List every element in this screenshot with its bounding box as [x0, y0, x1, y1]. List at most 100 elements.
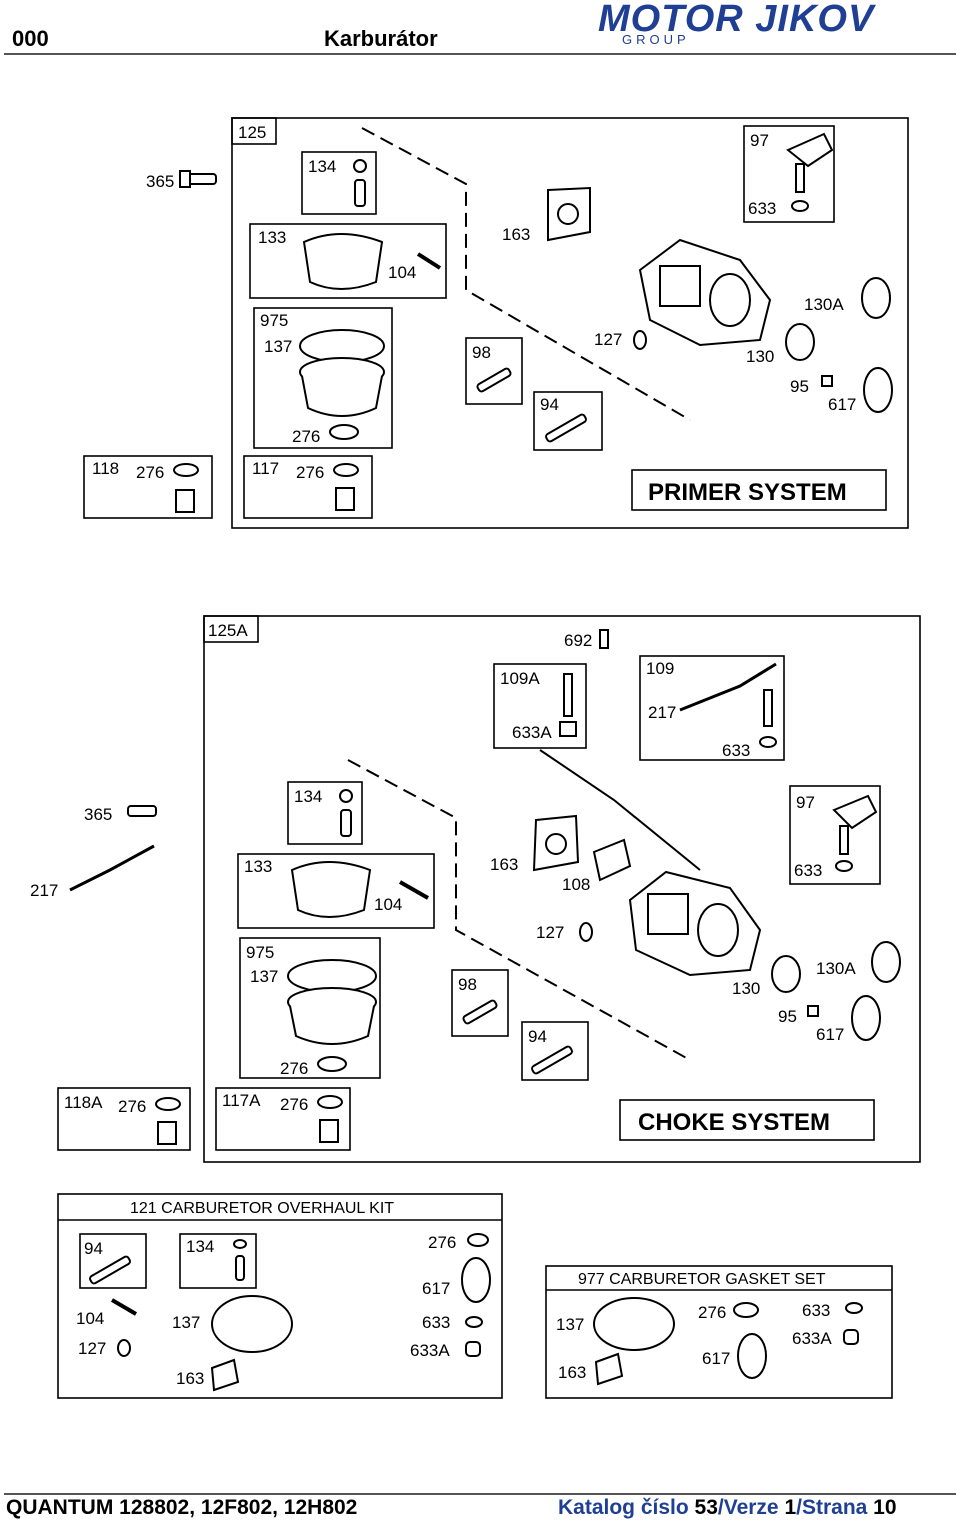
- kit-box-94: [79, 1233, 147, 1289]
- float-bowl-b-icon: [287, 959, 377, 1072]
- gasket-set-diagram: 977 CARBURETOR GASKET SET 137 276 633 63…: [545, 1265, 893, 1399]
- label-633-c: 633: [794, 861, 822, 880]
- choke-shaft-109a-icon: [559, 673, 577, 737]
- box-134-b: [287, 781, 363, 845]
- label-98: 98: [472, 343, 491, 362]
- page-header: 000 Karburátor MOTOR JIKOV GROUP: [0, 0, 960, 58]
- primer-dash-line: [361, 127, 691, 421]
- kit-washer-276-icon: [467, 1233, 489, 1247]
- oring-617b-icon: [851, 995, 881, 1041]
- label-163: 163: [502, 225, 530, 244]
- label-94: 94: [540, 395, 559, 414]
- box-975: [253, 307, 393, 449]
- label-95: 95: [790, 377, 809, 396]
- label-692: 692: [564, 631, 592, 650]
- box-97: [743, 125, 835, 223]
- gasket-label-617: 617: [702, 1349, 730, 1368]
- kit-label-127: 127: [78, 1339, 106, 1358]
- gasket-set-title: 977 CARBURETOR GASKET SET: [578, 1271, 826, 1288]
- gasket-label-276: 276: [698, 1303, 726, 1322]
- screw-94-icon: [545, 413, 587, 443]
- kit-label-134: 134: [186, 1237, 214, 1256]
- choke-ref-box: [203, 615, 259, 643]
- label-975-b: 975: [246, 943, 274, 962]
- needle-valve-icon: [353, 159, 367, 207]
- oring-617-icon: [863, 367, 893, 413]
- footer-rule: [4, 1493, 956, 1495]
- kit-washer-633-icon: [465, 1316, 483, 1328]
- label-109: 109: [646, 659, 674, 678]
- choke-link-line: [539, 749, 701, 871]
- kit-gasket-137-icon: [211, 1295, 293, 1353]
- label-108: 108: [562, 875, 590, 894]
- header-rule: [4, 53, 956, 55]
- label-633-b: 633: [722, 741, 750, 760]
- choke-system-title: CHOKE SYSTEM: [638, 1109, 830, 1136]
- label-109a: 109A: [500, 669, 540, 688]
- version-number: 1: [784, 1496, 797, 1519]
- label-633: 633: [748, 199, 776, 218]
- label-130a-b: 130A: [816, 959, 856, 978]
- label-163-b: 163: [490, 855, 518, 874]
- label-130: 130: [746, 347, 774, 366]
- page-footer: QUANTUM 128802, 12F802, 12H802 Katalog č…: [0, 1488, 960, 1523]
- label-133-b: 133: [244, 857, 272, 876]
- label-117a: 117A: [222, 1091, 261, 1110]
- label-276-e: 276: [118, 1097, 146, 1116]
- carburetor-body-icon: [638, 238, 772, 347]
- motor-jikov-logo: MOTOR JIKOV GROUP: [582, 0, 950, 48]
- label-104: 104: [388, 263, 416, 282]
- gasket-label-137: 137: [556, 1315, 584, 1334]
- label-217-b: 217: [30, 881, 58, 900]
- kit-label-633a: 633A: [410, 1341, 450, 1360]
- needle-valve-b-icon: [339, 789, 353, 837]
- primer-valve-b-icon: [832, 794, 878, 872]
- label-137-b: 137: [250, 967, 278, 986]
- gasket-137-icon: [593, 1297, 675, 1351]
- label-365: 365: [146, 172, 174, 191]
- page-code: 000: [12, 26, 49, 51]
- label-617-b: 617: [816, 1025, 844, 1044]
- cover-130a-b-icon: [871, 941, 901, 983]
- box-118: [83, 455, 213, 519]
- bolt-117a-icon: [317, 1095, 343, 1143]
- page-number: 10: [873, 1496, 897, 1519]
- primer-system-title: PRIMER SYSTEM: [648, 479, 847, 506]
- gasket-label-633a: 633A: [792, 1329, 832, 1348]
- overhaul-kit-diagram: 121 CARBURETOR OVERHAUL KIT 94 134 276 6…: [57, 1193, 503, 1399]
- kit-oring-617-icon: [461, 1257, 491, 1303]
- label-130a: 130A: [804, 295, 844, 314]
- primer-valve-icon: [786, 132, 834, 212]
- diaphragm-130-icon: [785, 323, 815, 361]
- screw-95b-icon: [807, 1005, 819, 1017]
- box-94-b: [521, 1021, 589, 1081]
- label-125: 125: [238, 123, 266, 142]
- label-130-b: 130: [732, 979, 760, 998]
- kit-gasket-163-icon: [210, 1358, 240, 1392]
- diaphragm-130b-icon: [771, 955, 801, 993]
- box-98-b: [451, 969, 509, 1037]
- screw-98-icon: [476, 367, 512, 393]
- label-95-b: 95: [778, 1007, 797, 1026]
- choke-frame: [203, 615, 921, 1163]
- label-276: 276: [292, 427, 320, 446]
- label-118: 118: [92, 459, 119, 478]
- choke-shaft-109-icon: [679, 662, 777, 748]
- gasket-163-icon: [594, 1352, 624, 1386]
- label-137: 137: [264, 337, 292, 356]
- ring-127b-icon: [579, 922, 593, 942]
- overhaul-kit-title: 121 CARBURETOR OVERHAUL KIT: [130, 1200, 394, 1217]
- box-109: [639, 655, 785, 761]
- kit-label-104: 104: [76, 1309, 104, 1328]
- screw-365b-icon: [127, 805, 157, 817]
- gasket-washer-633-icon: [845, 1302, 863, 1314]
- label-97-b: 97: [796, 793, 815, 812]
- box-97-b: [789, 785, 881, 885]
- screw-365-icon: [179, 170, 217, 188]
- primer-title-box: [631, 469, 887, 511]
- box-133-b: [237, 853, 435, 929]
- primer-ref-box: [231, 117, 277, 145]
- choke-title-box: [619, 1099, 875, 1141]
- screw-98b-icon: [462, 999, 498, 1025]
